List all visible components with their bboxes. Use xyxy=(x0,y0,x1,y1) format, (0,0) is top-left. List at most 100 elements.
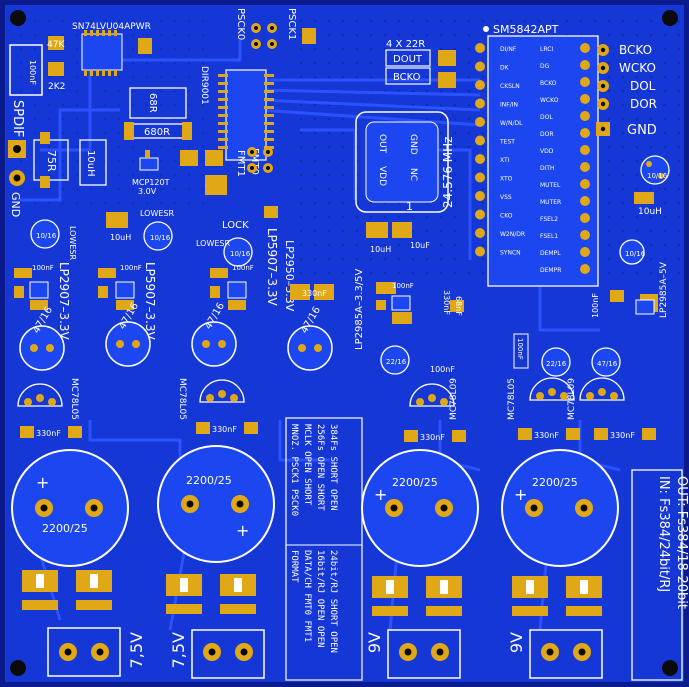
pwr-9v-b: 9V xyxy=(507,632,526,653)
reg2-100nf: 100nF xyxy=(120,264,142,272)
osc-gnd: GND xyxy=(408,134,418,155)
reg-330nf-a: 330nF xyxy=(302,289,327,298)
mcp-voltage: 3.0V xyxy=(138,187,157,196)
osc-cap-10uh: 10uH xyxy=(370,245,391,254)
sm-right-pad xyxy=(580,60,590,70)
sm-left-pad xyxy=(475,246,485,257)
cap-2200-a: 2200/25 xyxy=(42,522,88,535)
lp2907-label: LP2907–3.3V xyxy=(57,262,71,341)
sm-left-pin-label: INF/IN xyxy=(500,102,518,109)
sm-left-pad xyxy=(475,98,485,109)
sm-right-pin-label: DG xyxy=(540,63,550,70)
svg-text:+: + xyxy=(374,485,387,504)
bcko-box-label: BCKO xyxy=(393,72,421,83)
svg-text:+: + xyxy=(514,485,527,504)
dir9001-label: DIR9001 xyxy=(199,66,209,105)
sm-left-pad xyxy=(475,209,485,220)
out-dol: DOL xyxy=(630,79,656,93)
out-gnd: GND xyxy=(627,123,657,138)
l10uh-label: 10uH xyxy=(85,150,96,177)
sm-left-pin-label: CKSLN xyxy=(500,83,520,90)
lp5907-label: LP5907–3.3V xyxy=(143,262,157,341)
lp2950-label: LP2950–3.3V xyxy=(283,240,296,312)
cap-1016-right: 10/16 xyxy=(647,172,668,180)
format-row-2: 24bit/RJ SHORT OPEN xyxy=(328,550,338,653)
osc-vdd: VDD xyxy=(377,166,387,186)
fs-out-label: OUT: Fs384/18-20bit xyxy=(674,476,689,609)
sm-left-pin-label: W2N/DR xyxy=(500,231,525,238)
sm-right-pin-label: DEMPR xyxy=(540,267,561,274)
mc-330nf-e: 330nF xyxy=(610,431,635,440)
sm-right-pad xyxy=(580,145,590,155)
sm-left-pad xyxy=(475,154,485,164)
mnoz-row-1: MCLK OPEN SHORT xyxy=(302,424,312,506)
sm-right-pad xyxy=(580,247,590,257)
lowesr-a: LOWESR xyxy=(68,226,77,261)
sm-right-pin-label: DITH xyxy=(540,165,555,172)
cap-1016-c: 10/16 xyxy=(230,250,251,258)
sm-left-pad xyxy=(475,172,485,183)
fmt-headers: FMT1 FMT0 LOCK xyxy=(222,147,278,231)
r680r-label: 680R xyxy=(144,127,170,138)
output-header: BCKO WCKO DOL DOR GND xyxy=(596,43,657,138)
format-header: FORMAT xyxy=(289,550,299,583)
sm-right-pad xyxy=(580,94,590,104)
cap-2200-b: 2200/25 xyxy=(186,474,232,487)
fmt1-label: FMT1 xyxy=(235,150,246,177)
dout-label: DOUT xyxy=(393,54,423,65)
cap-1016-b: 10/16 xyxy=(150,234,171,242)
psck-headers: PSCK0 PSCK1 xyxy=(235,8,316,49)
pwr-75v-b: 7,5V xyxy=(169,632,188,668)
lp2985-33-label: LP2985A–3.3/5V xyxy=(354,268,365,350)
mc78l05-b: MC78L05 xyxy=(177,378,187,420)
reg-100nf-right: 100nF xyxy=(591,293,600,318)
sm-right-pin-label: MUTER xyxy=(540,199,561,206)
sm-right-pad xyxy=(580,264,590,274)
sm-right-pin-label: DOR xyxy=(540,131,554,138)
r2k2-label: 2K2 xyxy=(48,82,65,92)
reg3-100nf: 100nF xyxy=(232,264,254,272)
buffer-chip-label: SN74LVU04APWR xyxy=(72,22,151,32)
mc-330nf-a: 330nF xyxy=(36,429,61,438)
mcp-label: MCP120T xyxy=(132,178,170,187)
r75r-label: 75R xyxy=(45,150,58,172)
mc-330nf-d: 330nF xyxy=(534,431,559,440)
reg1-100nf: 100nF xyxy=(32,264,54,272)
cap-4716-row: 47/16 47/16 47/16 47/16 22/16 22/16 47/1… xyxy=(19,301,621,377)
power-terminals: 7,5V 7,5V 9V 9V xyxy=(47,627,603,679)
sm-left-pin-label: TEST xyxy=(499,139,515,146)
sm-left-pin-label: DI/NF xyxy=(500,46,517,53)
input-filter: 75R 10uH xyxy=(33,132,107,188)
sm-right-pin-label: FSEL1 xyxy=(540,233,558,240)
sm-right-pin-label: WCKO xyxy=(540,97,559,104)
sm-right-pad xyxy=(580,230,590,240)
sm-right-pad xyxy=(580,179,590,189)
cap-4716-e: 47/16 xyxy=(597,360,618,368)
mc78l05-a: MC78L05 xyxy=(69,378,79,420)
reg4-100nf: 100nF xyxy=(392,282,414,290)
big-caps: 2200/25 2200/25 2200/25 2200/25 + + + + xyxy=(11,445,619,567)
osc-cap-10uf: 10uF xyxy=(410,241,430,250)
buffer-area: SN74LVU04APWR 47K 2K2 xyxy=(47,22,152,92)
sm-right-pad xyxy=(580,43,590,53)
spdif-cap-label: 100nF xyxy=(28,60,37,85)
osc-out: OUT xyxy=(377,134,387,154)
svg-text:+: + xyxy=(36,473,49,492)
sm-left-pad xyxy=(475,135,485,146)
rnet-area: 4 X 22R DOUT BCKO xyxy=(385,39,456,88)
pwr-9v-a: 9V xyxy=(365,632,384,653)
sm-right-pin-label: FSEL2 xyxy=(540,216,558,223)
dir9001-chip: DIR9001 xyxy=(199,66,274,161)
sm-right-pad xyxy=(580,128,590,138)
mnoz-row-3: 384Fs SHORT OPEN xyxy=(328,424,338,511)
sm-left-pad xyxy=(475,61,485,72)
lp5907b-label: LP5907–3.3V xyxy=(265,228,279,307)
fmt0-label: FMT0 xyxy=(249,148,260,175)
sm-right-pin-label: DEMPL xyxy=(540,250,561,257)
sm-left-pad xyxy=(475,43,485,53)
out-dor: DOR xyxy=(630,97,657,111)
cap-10uh-a: 10uH xyxy=(110,233,131,242)
sm-left-pad xyxy=(475,228,485,238)
sm5842-label: SM5842APT xyxy=(493,23,559,36)
reg-68nf: 68nF xyxy=(454,296,463,316)
